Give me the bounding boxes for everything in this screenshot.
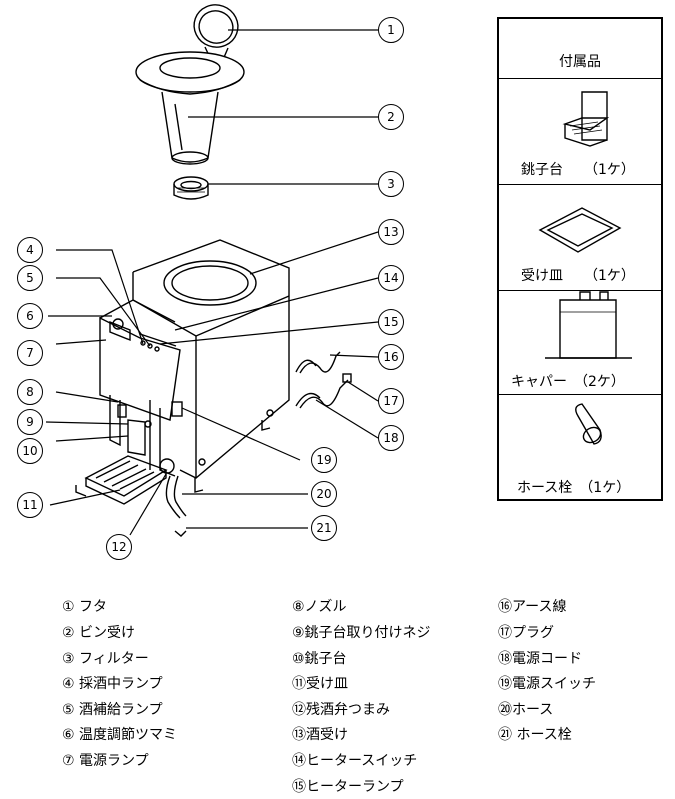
main-cabinet: [99, 239, 290, 493]
legend-item: ⑦ 電源ランプ: [62, 753, 149, 769]
legend-item: ⑥ 温度調節ツマミ: [62, 727, 178, 743]
capper-drawing: [545, 291, 632, 359]
legend-item: ⑨銚子台取り付けネジ: [292, 625, 431, 641]
callout-6: 6: [17, 303, 43, 329]
chousi-dai-drawing: [562, 91, 610, 147]
callout-20: 20: [311, 481, 337, 507]
accessories-title: 付属品: [559, 54, 601, 70]
accessory-label: ホース栓 （1ケ）: [517, 480, 631, 496]
legend-item: ⑧ノズル: [292, 599, 347, 615]
hose-plug-drawing: [575, 403, 602, 445]
accessory-chousi-dai: 銚子台 （1ケ）: [499, 79, 661, 185]
callout-7: 7: [17, 340, 43, 366]
accessory-hose-plug: ホース栓 （1ケ）: [499, 395, 661, 499]
legend-item: ⑯アース線: [498, 599, 567, 615]
callout-3: 3: [378, 171, 404, 197]
callout-17: 17: [378, 388, 404, 414]
callout-10: 10: [17, 438, 43, 464]
legend-item: ⑭ヒータースイッチ: [292, 753, 418, 769]
callout-15: 15: [378, 309, 404, 335]
legend-item: ㉑ ホース栓: [498, 727, 572, 743]
accessory-label: キャパー （2ケ）: [511, 374, 625, 390]
callout-13: 13: [378, 219, 404, 245]
legend-item: ⑮ヒーターランプ: [292, 779, 404, 795]
callout-19: 19: [311, 447, 337, 473]
legend-item: ⑬酒受け: [292, 727, 348, 743]
callout-12: 12: [106, 534, 132, 560]
cord-part: [295, 351, 352, 409]
legend-item: ① フタ: [62, 599, 108, 615]
callout-4: 4: [17, 237, 43, 263]
legend-item: ⑩銚子台: [292, 651, 347, 667]
callout-5: 5: [17, 265, 43, 291]
callout-2: 2: [378, 104, 404, 130]
accessories-header: 付属品: [499, 19, 661, 79]
legend-item: ② ビン受け: [62, 625, 136, 641]
uke-zara-drawing: [538, 207, 622, 253]
callout-9: 9: [17, 409, 43, 435]
leader-lines: [45, 29, 379, 536]
legend-item: ⑱電源コード: [498, 651, 582, 667]
tray-part: [75, 455, 168, 505]
legend-item: ③ フィルター: [62, 651, 149, 667]
callout-14: 14: [378, 265, 404, 291]
accessories-box: 付属品 銚子台 （1ケ） 受け皿 （1ケ） キャパー （2ケ） ホース栓 （1ケ…: [497, 17, 663, 501]
callout-16: 16: [378, 344, 404, 370]
legend-item: ⑲電源スイッチ: [498, 676, 596, 692]
legend-item: ⑫残酒弁つまみ: [292, 702, 390, 718]
callout-21: 21: [311, 515, 337, 541]
hose-part: [165, 475, 187, 537]
legend-item: ⑳ホース: [498, 702, 554, 718]
accessory-uke-zara: 受け皿 （1ケ）: [499, 185, 661, 291]
legend-item: ⑤ 酒補給ランプ: [62, 702, 163, 718]
legend-item: ⑰プラグ: [498, 625, 554, 641]
bottle-holder-part: [135, 51, 245, 165]
callout-8: 8: [17, 379, 43, 405]
callout-11: 11: [17, 492, 43, 518]
legend-item: ⑪受け皿: [292, 676, 348, 692]
accessory-label: 銚子台 （1ケ）: [521, 162, 635, 178]
callout-18: 18: [378, 425, 404, 451]
callout-1: 1: [378, 17, 404, 43]
drain-knob-part: [159, 458, 175, 474]
accessory-capper: キャパー （2ケ）: [499, 291, 661, 395]
legend-item: ④ 採酒中ランプ: [62, 676, 163, 692]
accessory-label: 受け皿 （1ケ）: [521, 268, 635, 284]
filter-part: [173, 176, 209, 200]
